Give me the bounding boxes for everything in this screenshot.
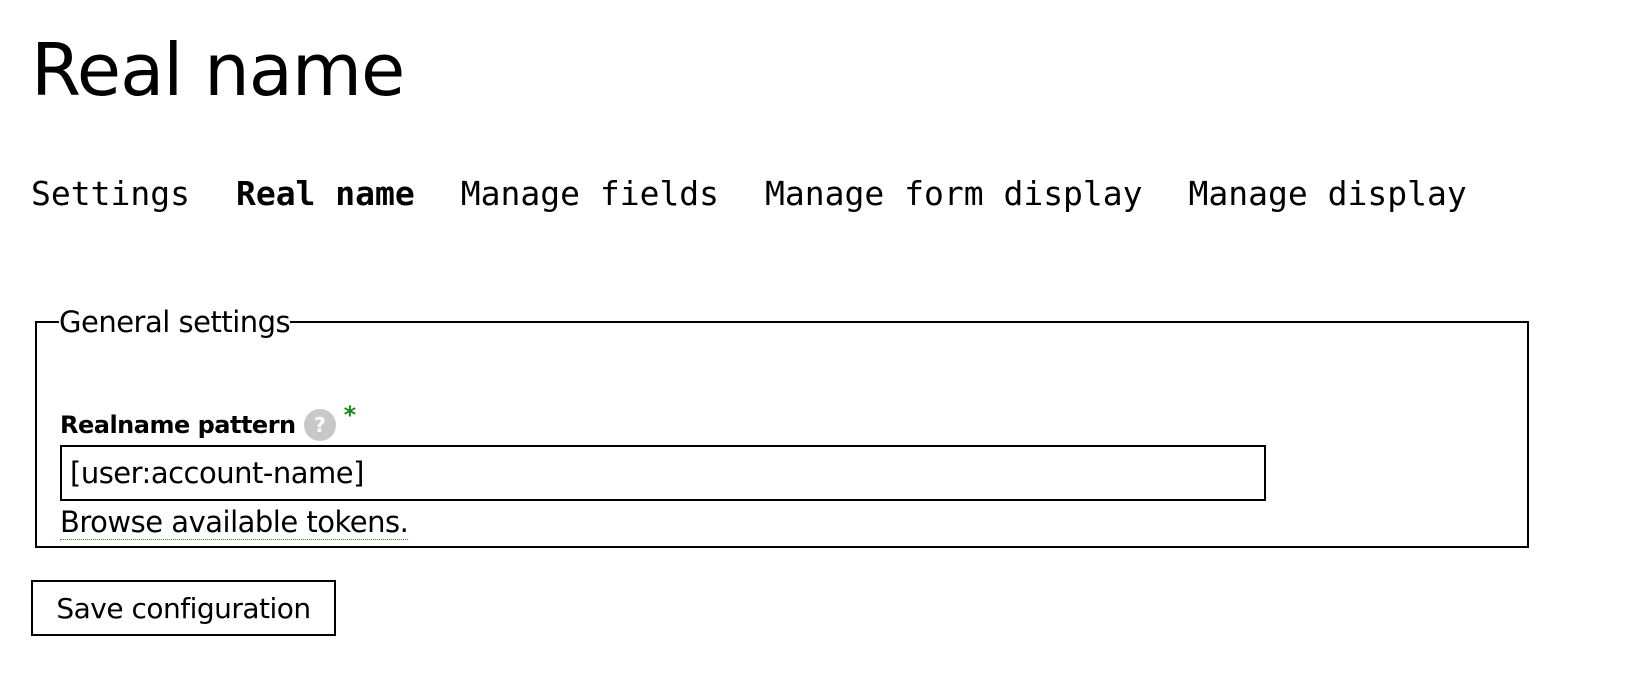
realname-pattern-input[interactable]	[60, 445, 1266, 501]
help-icon[interactable]: ?	[303, 409, 336, 441]
tab-manage-display[interactable]: Manage display	[1188, 174, 1467, 213]
tab-real-name[interactable]: Real name	[235, 174, 415, 213]
required-marker: *	[343, 401, 357, 429]
realname-pattern-label: Realname pattern ? *	[60, 401, 356, 441]
tab-settings[interactable]: Settings	[31, 174, 190, 213]
tab-manage-fields[interactable]: Manage fields	[460, 174, 720, 213]
save-configuration-button[interactable]: Save configuration	[31, 580, 336, 636]
tabs: Settings Real name Manage fields Manage …	[31, 174, 1467, 214]
tab-manage-form-display[interactable]: Manage form display	[765, 174, 1143, 213]
realname-pattern-label-text: Realname pattern	[60, 411, 296, 439]
general-settings-legend: General settings	[59, 305, 291, 339]
page-title: Real name	[31, 28, 405, 112]
general-settings-fieldset: General settings Realname pattern ? * Br…	[35, 305, 1529, 548]
browse-tokens-link[interactable]: Browse available tokens.	[60, 505, 409, 540]
